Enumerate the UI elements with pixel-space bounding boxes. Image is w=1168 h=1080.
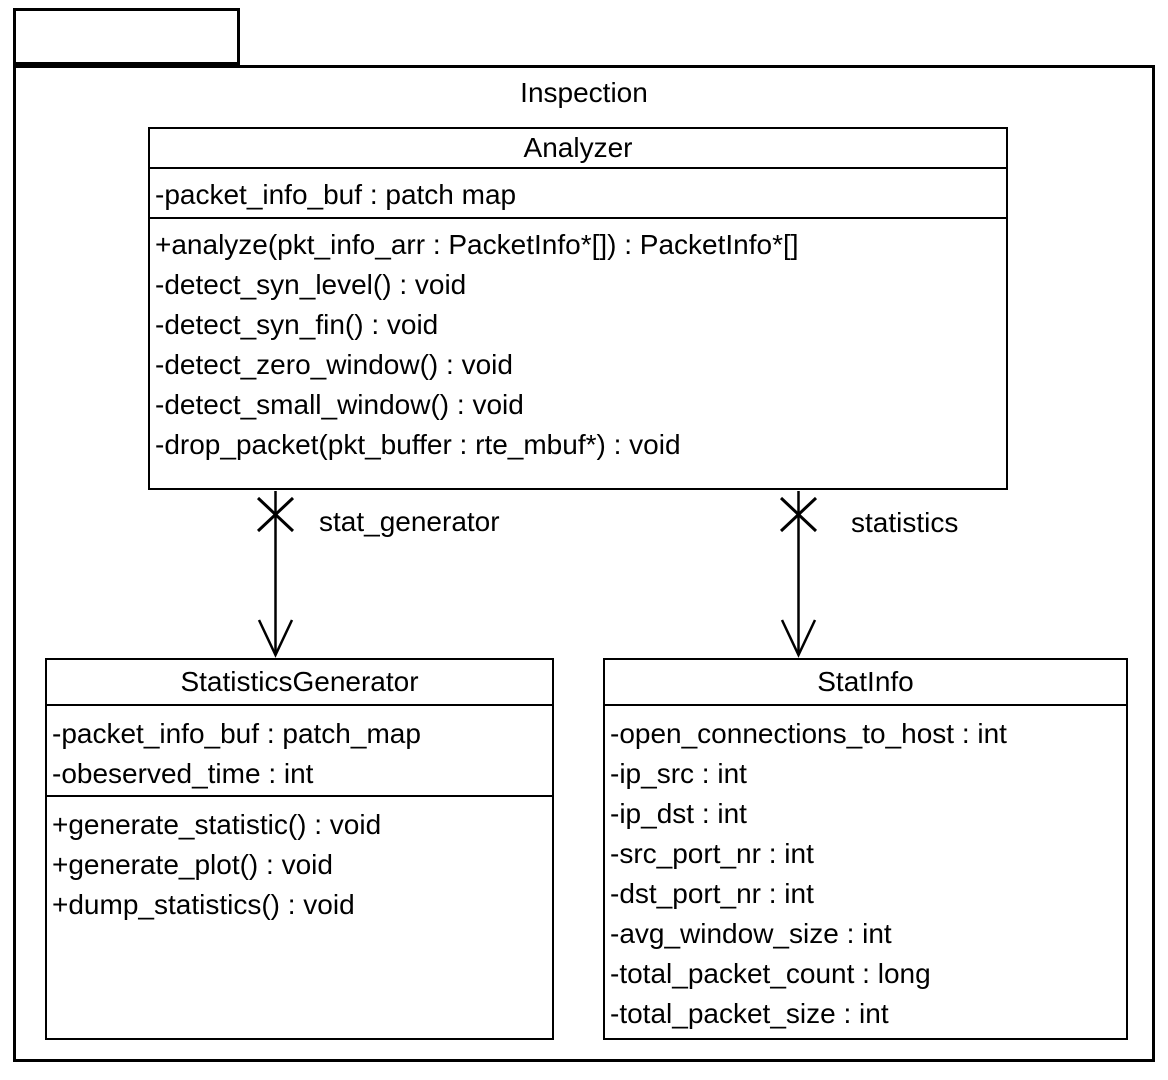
attributes-compartment: -packet_info_buf : patch map — [150, 169, 1006, 219]
methods-compartment: +analyze(pkt_info_arr : PacketInfo*[]) :… — [150, 219, 1006, 488]
association-label-statistics: statistics — [851, 507, 959, 538]
attribute-item: -avg_window_size : int — [610, 918, 892, 949]
class-analyzer: Analyzer -packet_info_buf : patch map +a… — [148, 127, 1008, 490]
package-tab — [13, 8, 240, 65]
class-statisticsgenerator: StatisticsGenerator -packet_info_buf : p… — [45, 658, 554, 1040]
attribute-item: -obeserved_time : int — [52, 758, 314, 789]
attribute-item: -ip_dst : int — [610, 798, 747, 829]
attribute-item: -total_packet_count : long — [610, 958, 931, 989]
method-item: -detect_syn_fin() : void — [155, 309, 439, 340]
association-label-stat-generator: stat_generator — [319, 506, 500, 537]
attribute-item: -dst_port_nr : int — [610, 878, 814, 909]
methods-compartment: +generate_statistic() : void +generate_p… — [47, 797, 552, 1038]
attribute-item: -packet_info_buf : patch_map — [52, 718, 421, 749]
method-item: -detect_zero_window() : void — [155, 349, 513, 380]
attribute-item: -packet_info_buf : patch map — [155, 179, 517, 210]
class-name: Analyzer — [150, 129, 1006, 169]
method-item: +analyze(pkt_info_arr : PacketInfo*[]) :… — [155, 229, 799, 260]
method-item: +generate_statistic() : void — [52, 809, 382, 840]
class-name: StatInfo — [605, 660, 1126, 706]
attributes-compartment: -packet_info_buf : patch_map -obeserved_… — [47, 706, 552, 797]
attribute-item: -total_packet_size : int — [610, 998, 889, 1029]
class-statinfo: StatInfo -open_connections_to_host : int… — [603, 658, 1128, 1040]
method-item: -detect_small_window() : void — [155, 389, 524, 420]
attribute-item: -src_port_nr : int — [610, 838, 814, 869]
class-name: StatisticsGenerator — [47, 660, 552, 706]
attribute-item: -open_connections_to_host : int — [610, 718, 1007, 749]
package-name: Inspection — [520, 77, 648, 108]
attributes-compartment: -open_connections_to_host : int -ip_src … — [605, 706, 1126, 1038]
method-item: +generate_plot() : void — [52, 849, 333, 880]
method-item: +dump_statistics() : void — [52, 889, 355, 920]
method-item: -drop_packet(pkt_buffer : rte_mbuf*) : v… — [155, 429, 681, 460]
attribute-item: -ip_src : int — [610, 758, 747, 789]
method-item: -detect_syn_level() : void — [155, 269, 467, 300]
